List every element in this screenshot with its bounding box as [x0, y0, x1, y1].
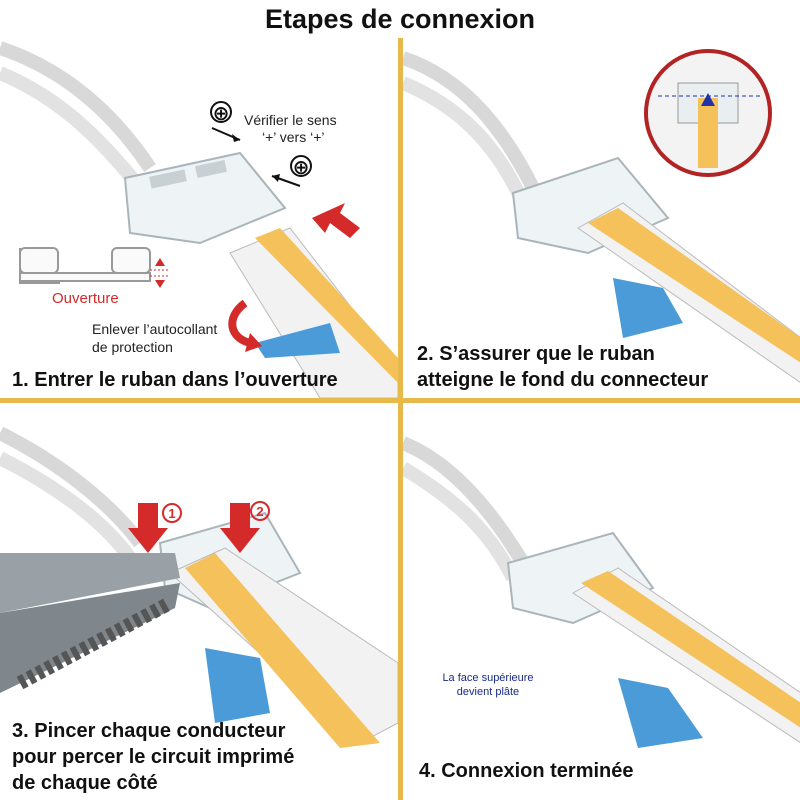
peel-instruction-line1: Enlever l’autocollant — [92, 321, 218, 337]
led-emitter — [588, 208, 800, 363]
step-4-panel: La face supérieure devient plâte 4. Conn… — [403, 403, 800, 800]
horizontal-divider — [0, 398, 800, 403]
step-1-panel: ⊕ ⊕ Vérifier le sens ‘+’ vers ‘+’ Ouvert… — [0, 38, 398, 398]
peel-arrow — [228, 299, 252, 347]
step-3-caption-line3: de chaque côté — [12, 772, 158, 794]
step-1-illustration — [0, 41, 398, 398]
step-3-illustration — [0, 426, 398, 748]
step-3-caption-line1: 3. Pincer chaque conducteur — [12, 720, 286, 742]
step-2-caption-line2: atteigne le fond du connecteur — [417, 369, 709, 391]
protective-tape — [205, 648, 270, 723]
led-emitter — [581, 571, 800, 728]
plus-icon: ⊕ — [290, 155, 312, 178]
plus-icon: ⊕ — [210, 101, 232, 124]
opening-diagram — [19, 247, 170, 288]
check-direction-line2: ‘+’ vers ‘+’ — [262, 129, 325, 145]
protective-tape — [618, 678, 703, 748]
step-3-panel: 1 2 3. Pincer chaque conducteur pour per… — [0, 403, 398, 800]
flat-face-note-line1: La face supérieure — [442, 672, 534, 684]
step-2-caption-line1: 2. S’assurer que le ruban — [417, 343, 655, 365]
step-2-panel: 2. S’assurer que le ruban atteigne le fo… — [403, 38, 800, 398]
connector-body — [123, 151, 287, 245]
page-title: Etapes de connexion — [264, 4, 536, 34]
pliers — [0, 553, 180, 693]
step-4-illustration — [403, 436, 800, 748]
pinch-arrow-2 — [220, 503, 260, 553]
step-2-illustration — [403, 49, 800, 383]
insert-arrow — [312, 203, 360, 238]
protective-tape — [613, 278, 683, 338]
led-strip — [229, 227, 398, 398]
step-1-caption: 1. Entrer le ruban dans l’ouverture — [12, 369, 338, 391]
led-emitter — [185, 553, 380, 748]
zoom-inset — [644, 49, 772, 177]
marker-2: 2 — [250, 501, 270, 521]
step-4-caption: 4. Connexion terminée — [419, 760, 634, 782]
vertical-divider — [398, 38, 403, 800]
pinch-arrow-1 — [128, 503, 168, 553]
flat-face-note-line2: devient plâte — [456, 686, 520, 698]
opening-label: Ouverture — [52, 290, 119, 307]
protective-tape — [255, 323, 340, 358]
marker-1: 1 — [162, 503, 182, 523]
check-direction-line1: Vérifier le sens — [244, 112, 337, 128]
step-3-caption-line2: pour percer le circuit imprimé — [12, 746, 295, 768]
peel-instruction-line2: de protection — [92, 339, 173, 355]
